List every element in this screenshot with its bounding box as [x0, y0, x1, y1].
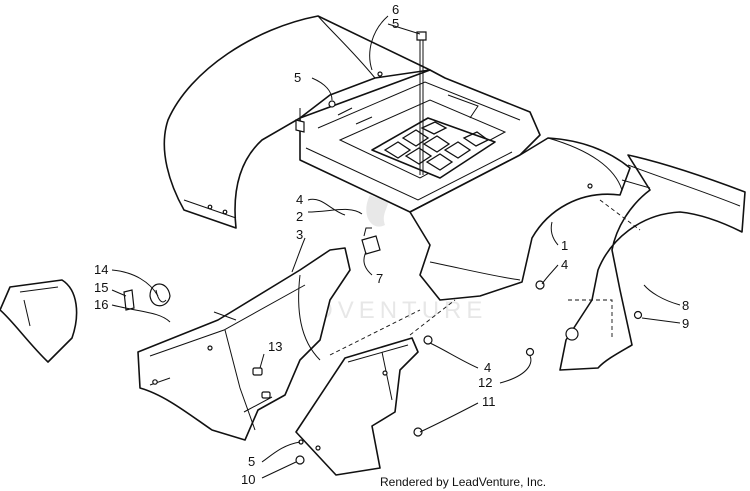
left-cover-panel [0, 279, 78, 363]
render-credit: Rendered by LeadVenture, Inc. [380, 475, 546, 489]
right-footwell-panel [559, 154, 746, 371]
callout-11: 11 [482, 394, 496, 409]
callout-4: 4 [484, 360, 491, 375]
callout-8: 8 [682, 298, 689, 313]
callout-12: 12 [478, 375, 492, 390]
left-footwell-panel [137, 247, 351, 441]
callout-7: 7 [376, 271, 383, 286]
callout-5: 5 [392, 16, 399, 31]
storage-grate [383, 121, 490, 171]
callout-4: 4 [296, 192, 303, 207]
leader-lines [111, 15, 681, 479]
callouts: 6 5 5 4 2 3 7 1 4 14 15 16 13 8 9 4 12 1… [94, 2, 689, 487]
callout-14: 14 [94, 262, 108, 277]
callout-2: 2 [296, 209, 303, 224]
callout-15: 15 [94, 280, 108, 295]
callout-3: 3 [296, 227, 303, 242]
callout-9: 9 [682, 316, 689, 331]
callout-4: 4 [561, 257, 568, 272]
callout-16: 16 [94, 297, 108, 312]
hardware-set [123, 31, 643, 465]
callout-5: 5 [248, 454, 255, 469]
left-rear-flap [295, 299, 456, 476]
callout-13: 13 [268, 339, 282, 354]
callout-10: 10 [241, 472, 255, 487]
callout-1: 1 [561, 238, 568, 253]
callout-6: 6 [392, 2, 399, 17]
callout-5: 5 [294, 70, 301, 85]
